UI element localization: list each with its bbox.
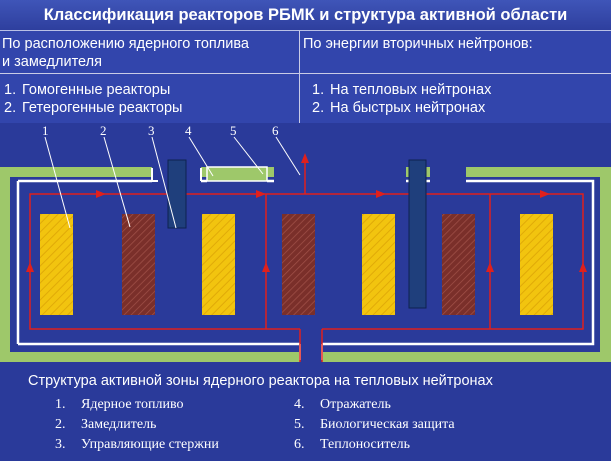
- legend-item: 1.Ядерное топливо: [55, 397, 184, 412]
- moderator-block: [442, 214, 475, 315]
- left-header-line-2: и замедлителя: [2, 54, 102, 70]
- legend-item: 5.Биологическая защита: [294, 417, 455, 432]
- legend-item: 3.Управляющие стержни: [55, 437, 219, 452]
- classification-table: По расположению ядерного топлива и замед…: [0, 31, 611, 123]
- fuel-elements: [40, 214, 553, 315]
- table-divider-horizontal: [0, 73, 611, 74]
- leader-lines: [44, 136, 301, 229]
- moderator-block: [122, 214, 155, 315]
- diagram-labels: 1 2 3 4 5 6: [42, 124, 279, 138]
- bottom-gap: [300, 348, 322, 364]
- coolant-loop: [29, 160, 584, 362]
- list-item: 1.Гомогенные реакторы: [4, 82, 171, 98]
- label-1: 1: [42, 124, 49, 138]
- legend-title: Структура активной зоны ядерного реактор…: [28, 373, 493, 389]
- arrow-up-icon: [26, 262, 34, 272]
- top-gap-2: [274, 165, 406, 179]
- right-list: 1.На тепловых нейтронах 2.На быстрых ней…: [310, 81, 491, 117]
- legend-item: 6.Теплоноситель: [294, 437, 410, 452]
- reflector-plug: [206, 166, 268, 182]
- control-rod: [167, 159, 187, 229]
- left-list: 1.Гомогенные реакторы 2.Гетерогенные реа…: [2, 81, 182, 117]
- label-5: 5: [230, 124, 237, 138]
- legend-item: 2.Замедлитель: [55, 417, 157, 432]
- list-item: 2.На быстрых нейтронах: [312, 100, 486, 116]
- control-rod: [408, 159, 427, 309]
- fuel-element: [202, 214, 235, 315]
- top-gap-3: [430, 165, 466, 179]
- coolant-path: [29, 193, 584, 330]
- arrow-right-icon: [540, 190, 550, 198]
- fuel-element: [520, 214, 553, 315]
- fuel-element: [362, 214, 395, 315]
- arrow-right-icon: [96, 190, 106, 198]
- control-rods: [167, 159, 427, 309]
- moderator-block: [282, 214, 315, 315]
- legend: Структура активной зоны ядерного реактор…: [0, 372, 611, 461]
- label-4: 4: [185, 124, 192, 138]
- arrow-right-icon: [376, 190, 386, 198]
- label-2: 2: [100, 124, 107, 138]
- right-header: По энергии вторичных нейтронов:: [303, 36, 533, 52]
- slide-title: Классификация реакторов РБМК и структура…: [0, 0, 611, 31]
- shield-left-wall: [0, 177, 10, 352]
- coolant-channels: [265, 194, 491, 329]
- fuel-element: [40, 214, 73, 315]
- moderator-blocks: [122, 214, 475, 315]
- reactor-core-diagram: 1 2 3 4 5 6: [0, 124, 611, 364]
- arrow-up-icon: [301, 153, 309, 163]
- legend-item: 4.Отражатель: [294, 397, 391, 412]
- label-3: 3: [148, 124, 155, 138]
- shield-right-wall: [600, 177, 611, 352]
- gap-edge: [151, 168, 158, 182]
- list-item: 2.Гетерогенные реакторы: [4, 100, 183, 116]
- left-header-line-1: По расположению ядерного топлива: [2, 36, 249, 52]
- arrow-up-icon: [579, 262, 587, 272]
- arrow-right-icon: [256, 190, 266, 198]
- list-item: 1.На тепловых нейтронах: [312, 82, 492, 98]
- label-6: 6: [272, 124, 279, 138]
- left-header: По расположению ядерного топлива и замед…: [2, 35, 249, 71]
- table-divider-vertical: [299, 31, 300, 123]
